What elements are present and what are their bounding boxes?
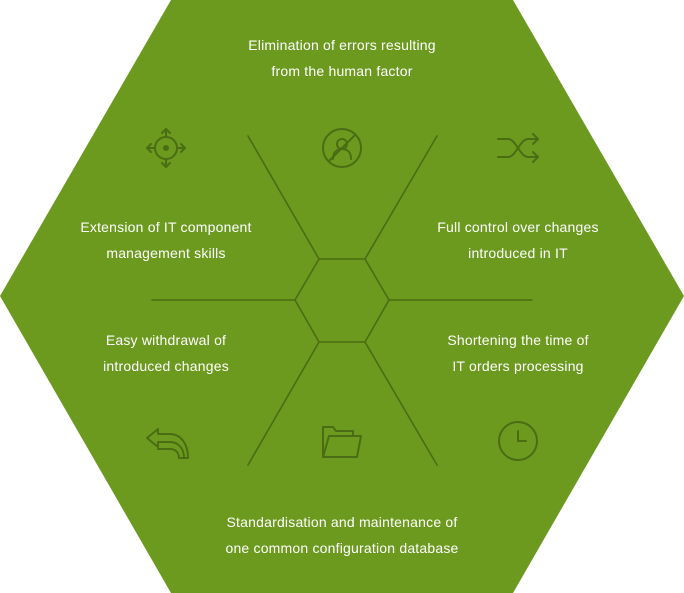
benefit-standard-line1: Standardisation and maintenance of <box>226 514 458 530</box>
clock-icon <box>498 421 538 461</box>
benefit-extension-line1: Extension of IT component <box>80 219 252 235</box>
folder-icon <box>322 426 362 458</box>
divider-line-lower-left <box>247 341 320 466</box>
benefit-label-extension: Extension of IT component management ski… <box>16 214 316 266</box>
benefit-label-withdrawal: Easy withdrawal of introduced changes <box>16 327 316 379</box>
benefit-label-control: Full control over changes introduced in … <box>368 214 668 266</box>
benefit-control-line2: introduced in IT <box>468 245 568 261</box>
benefit-label-shortening: Shortening the time of IT orders process… <box>368 327 668 379</box>
benefit-errors-line2: from the human factor <box>271 63 413 79</box>
no-person-icon <box>322 128 362 168</box>
shuffle-icon <box>497 133 539 163</box>
benefit-errors-line1: Elimination of errors resulting <box>248 37 436 53</box>
undo-arrow-icon <box>146 428 189 459</box>
divider-lines <box>151 135 533 466</box>
benefit-withdrawal-line1: Easy withdrawal of <box>105 332 227 348</box>
benefit-shortening-line1: Shortening the time of <box>447 332 589 348</box>
benefit-extension-line2: management skills <box>106 245 226 261</box>
benefit-label-errors: Elimination of errors resulting from the… <box>192 32 492 84</box>
benefit-standard-line2: one common configuration database <box>225 540 459 556</box>
divider-line-upper-right <box>364 135 438 260</box>
divider-line-upper-left <box>247 135 320 260</box>
benefit-withdrawal-line2: introduced changes <box>103 358 229 374</box>
benefit-shortening-line2: IT orders processing <box>452 358 584 374</box>
move-crosshair-icon <box>146 128 186 168</box>
divider-line-lower-right <box>364 341 438 466</box>
benefit-label-standard: Standardisation and maintenance of one c… <box>192 509 492 561</box>
benefit-control-line1: Full control over changes <box>437 219 599 235</box>
